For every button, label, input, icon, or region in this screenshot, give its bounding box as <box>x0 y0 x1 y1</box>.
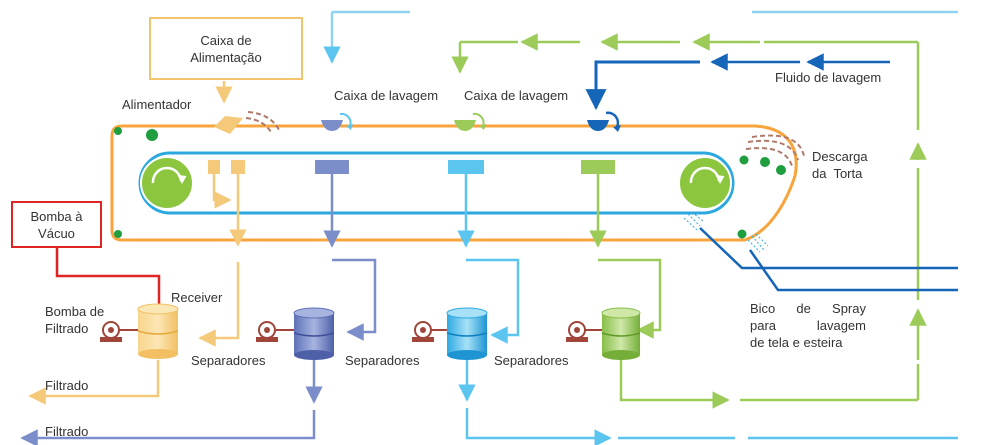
separators-label-3: Separadores <box>494 353 569 368</box>
vacuum-tray-1 <box>315 160 349 174</box>
filtrate-label-2: Filtrado <box>45 424 89 439</box>
cake-discharge-curves <box>745 134 805 167</box>
wash-fluid-label: Fluido de lavagem <box>775 70 882 85</box>
wash-line-green <box>451 33 927 400</box>
feed-box-label-line-2: Alimentação <box>190 49 262 65</box>
vacuum-tray-2 <box>448 160 484 174</box>
wash-box-3 <box>587 111 621 132</box>
spray-nozzle-line-3: de tela e esteira <box>750 335 843 350</box>
wash-line-light-blue <box>323 10 958 64</box>
inner-belt <box>138 151 735 215</box>
separator-2-pump <box>412 321 447 342</box>
separators-label-2: Separadores <box>345 353 420 368</box>
guide-rollers <box>114 127 786 239</box>
separators-label-1: Separadores <box>191 353 266 368</box>
spray-lines <box>699 227 958 292</box>
filtrate-label-1: Filtrado <box>45 378 89 393</box>
vacuum-pump-line-1: Bomba à <box>30 208 83 224</box>
vacuum-line <box>55 248 161 304</box>
filtrate-pump-label: Bomba de Filtrado <box>45 303 104 337</box>
vacuum-tray-feed-b <box>231 160 245 174</box>
separator-2 <box>446 307 488 360</box>
drain-stage-2 <box>457 174 520 344</box>
wash-box-1-label: Caixa de lavagem <box>334 88 439 103</box>
vacuum-tray-feed-a <box>208 160 220 174</box>
feed-box: Caixa de Alimentação <box>149 17 303 80</box>
wash-fluid-line <box>585 53 890 111</box>
cake-discharge-line-2: da Torta <box>812 166 863 181</box>
spray-nozzle-line-1: Bico de Spray <box>750 301 866 316</box>
filtrate-receiver <box>137 303 179 359</box>
wash-box-1 <box>321 112 353 131</box>
separator-3-pump <box>566 321 602 342</box>
stage-2-outflow <box>458 360 958 445</box>
cake-discharge-label: Descarga da Torta <box>812 148 868 182</box>
separator-1-pump <box>256 321 294 342</box>
stage-3-outflow <box>619 360 918 409</box>
drain-stage-3 <box>589 174 662 339</box>
feeder <box>214 111 281 135</box>
vacuum-pump-line-2: Vácuo <box>38 225 75 241</box>
spray-nozzle-line-2: para lavagem <box>750 318 866 333</box>
left-roller <box>140 156 194 210</box>
right-roller <box>678 156 732 210</box>
feed-box-label-line-1: Caixa de <box>200 32 252 48</box>
receiver-label: Receiver <box>171 290 223 305</box>
wash-box-2 <box>454 112 486 131</box>
filtrate-outflow-1 <box>28 360 160 405</box>
spray-nozzle-label: Bico de Spray para lavagem de tela e est… <box>750 300 866 351</box>
cake-discharge-line-1: Descarga <box>812 149 868 164</box>
vacuum-tray-3 <box>581 160 615 174</box>
separator-1 <box>293 307 335 360</box>
belt <box>110 124 798 242</box>
drain-feed <box>198 174 247 347</box>
drain-stage-1 <box>323 174 377 341</box>
filtrate-pump-line-1: Bomba de <box>45 304 105 319</box>
vacuum-pump-box: Bomba à Vácuo <box>11 201 102 248</box>
filtrate-outflow-2 <box>20 360 323 445</box>
filtrate-pump <box>100 321 138 342</box>
filtrate-pump-line-2: Filtrado <box>45 321 89 336</box>
separator-3 <box>601 307 641 360</box>
spray-marks <box>683 211 769 253</box>
wash-box-2-label: Caixa de lavagem <box>464 88 569 103</box>
feeder-label: Alimentador <box>122 97 192 112</box>
